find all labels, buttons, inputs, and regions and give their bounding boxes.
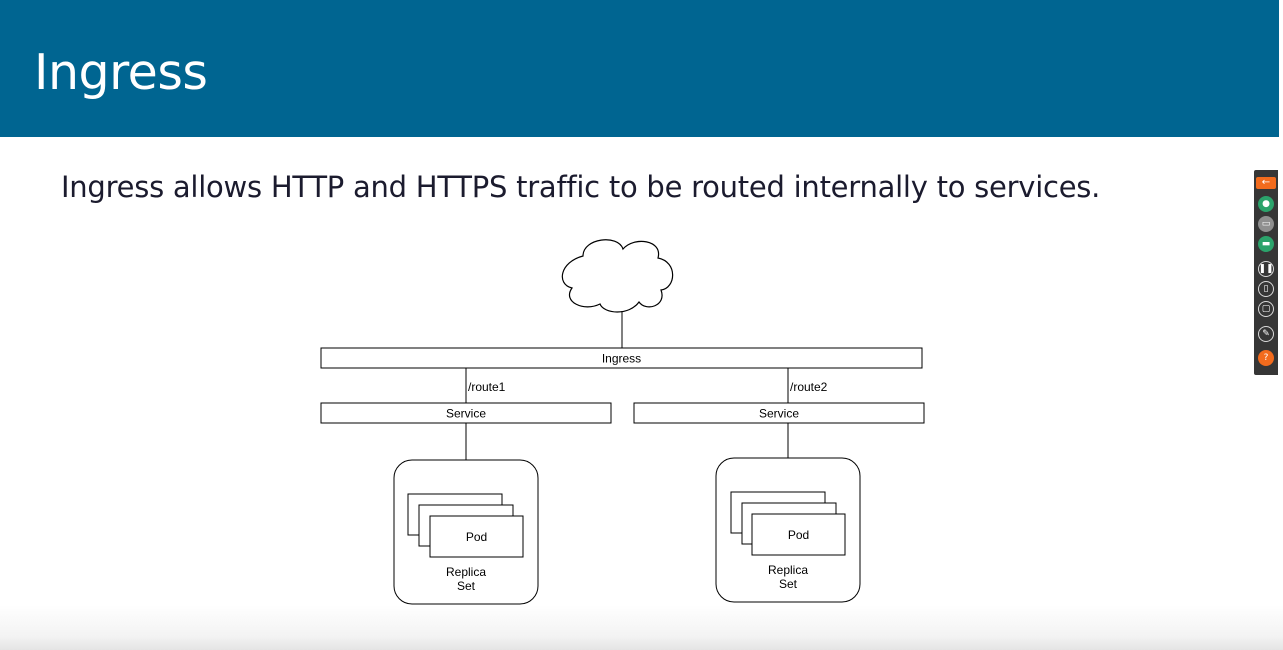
back-arrow-icon[interactable]: ← [1256, 177, 1276, 189]
route2-label: /route2 [790, 380, 828, 394]
service-box-1 [320, 402, 612, 424]
ingress-label: Ingress [602, 352, 641, 366]
slide-header: Ingress [0, 0, 1279, 137]
mouse-icon[interactable]: ▯ [1258, 281, 1274, 297]
replica-set-label-2-line2: Set [779, 577, 798, 591]
help-icon[interactable]: ? [1258, 350, 1274, 366]
video-camera-icon[interactable]: ▭ [1258, 216, 1274, 232]
pod-label-1: Pod [466, 530, 487, 544]
replica-set-label-1-line1: Replica [446, 565, 486, 579]
internet-cloud-icon [561, 239, 674, 313]
slide-title: Ingress [34, 44, 208, 101]
service-label-2: Service [759, 407, 799, 421]
route1-label: /route1 [468, 380, 506, 394]
bottom-fade [0, 605, 1283, 650]
recording-toolbar: ← ● ▭ ▬ ❚❚ ▯ ▢ ✎ ? [1254, 170, 1278, 375]
replica-set-label-1-line2: Set [457, 579, 476, 593]
microphone-icon[interactable]: ● [1258, 196, 1274, 212]
slide-subtitle: Ingress allows HTTP and HTTPS traffic to… [61, 170, 1101, 204]
pod-box-1 [429, 515, 524, 558]
service-label-1: Service [446, 407, 486, 421]
pod-box-2 [751, 513, 846, 556]
pen-icon[interactable]: ✎ [1258, 326, 1274, 342]
ingress-box [320, 347, 923, 369]
pod-label-2: Pod [788, 528, 809, 542]
pause-icon[interactable]: ❚❚ [1258, 261, 1274, 277]
chat-icon[interactable]: ▢ [1258, 301, 1274, 317]
screen-share-icon[interactable]: ▬ [1258, 236, 1274, 252]
replica-set-label-2-line1: Replica [768, 563, 808, 577]
service-box-2 [633, 402, 925, 424]
